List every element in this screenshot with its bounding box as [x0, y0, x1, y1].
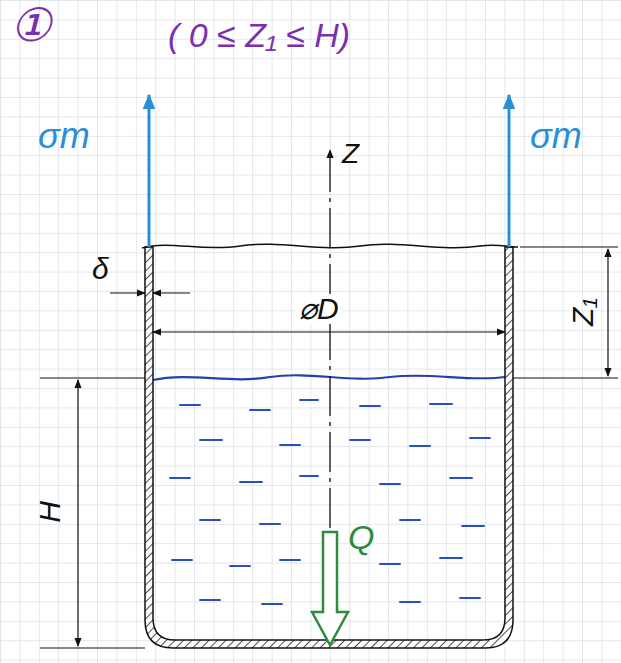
weight-arrow	[312, 532, 348, 645]
range-condition: ( 0 ≤ Z₁ ≤ H)	[168, 18, 350, 52]
stress-label: σm	[38, 118, 90, 154]
z1-label: Z₁	[568, 298, 598, 326]
axis-label: Z	[342, 140, 359, 168]
stress-arrow	[508, 95, 511, 247]
diameter-dimension	[153, 331, 505, 332]
thickness-label: δ	[92, 254, 109, 284]
stress-label: σm	[530, 118, 582, 154]
diameter-label: ⌀D	[296, 294, 342, 324]
problem-number: ①	[10, 2, 51, 48]
stress-arrow	[148, 95, 151, 247]
thickness-dimension	[110, 292, 190, 293]
weight-label: Q	[348, 520, 374, 554]
liquid-surface	[153, 375, 505, 380]
z1-dimension	[513, 247, 618, 378]
h-label: H	[35, 501, 65, 523]
vessel-wall	[145, 247, 513, 648]
